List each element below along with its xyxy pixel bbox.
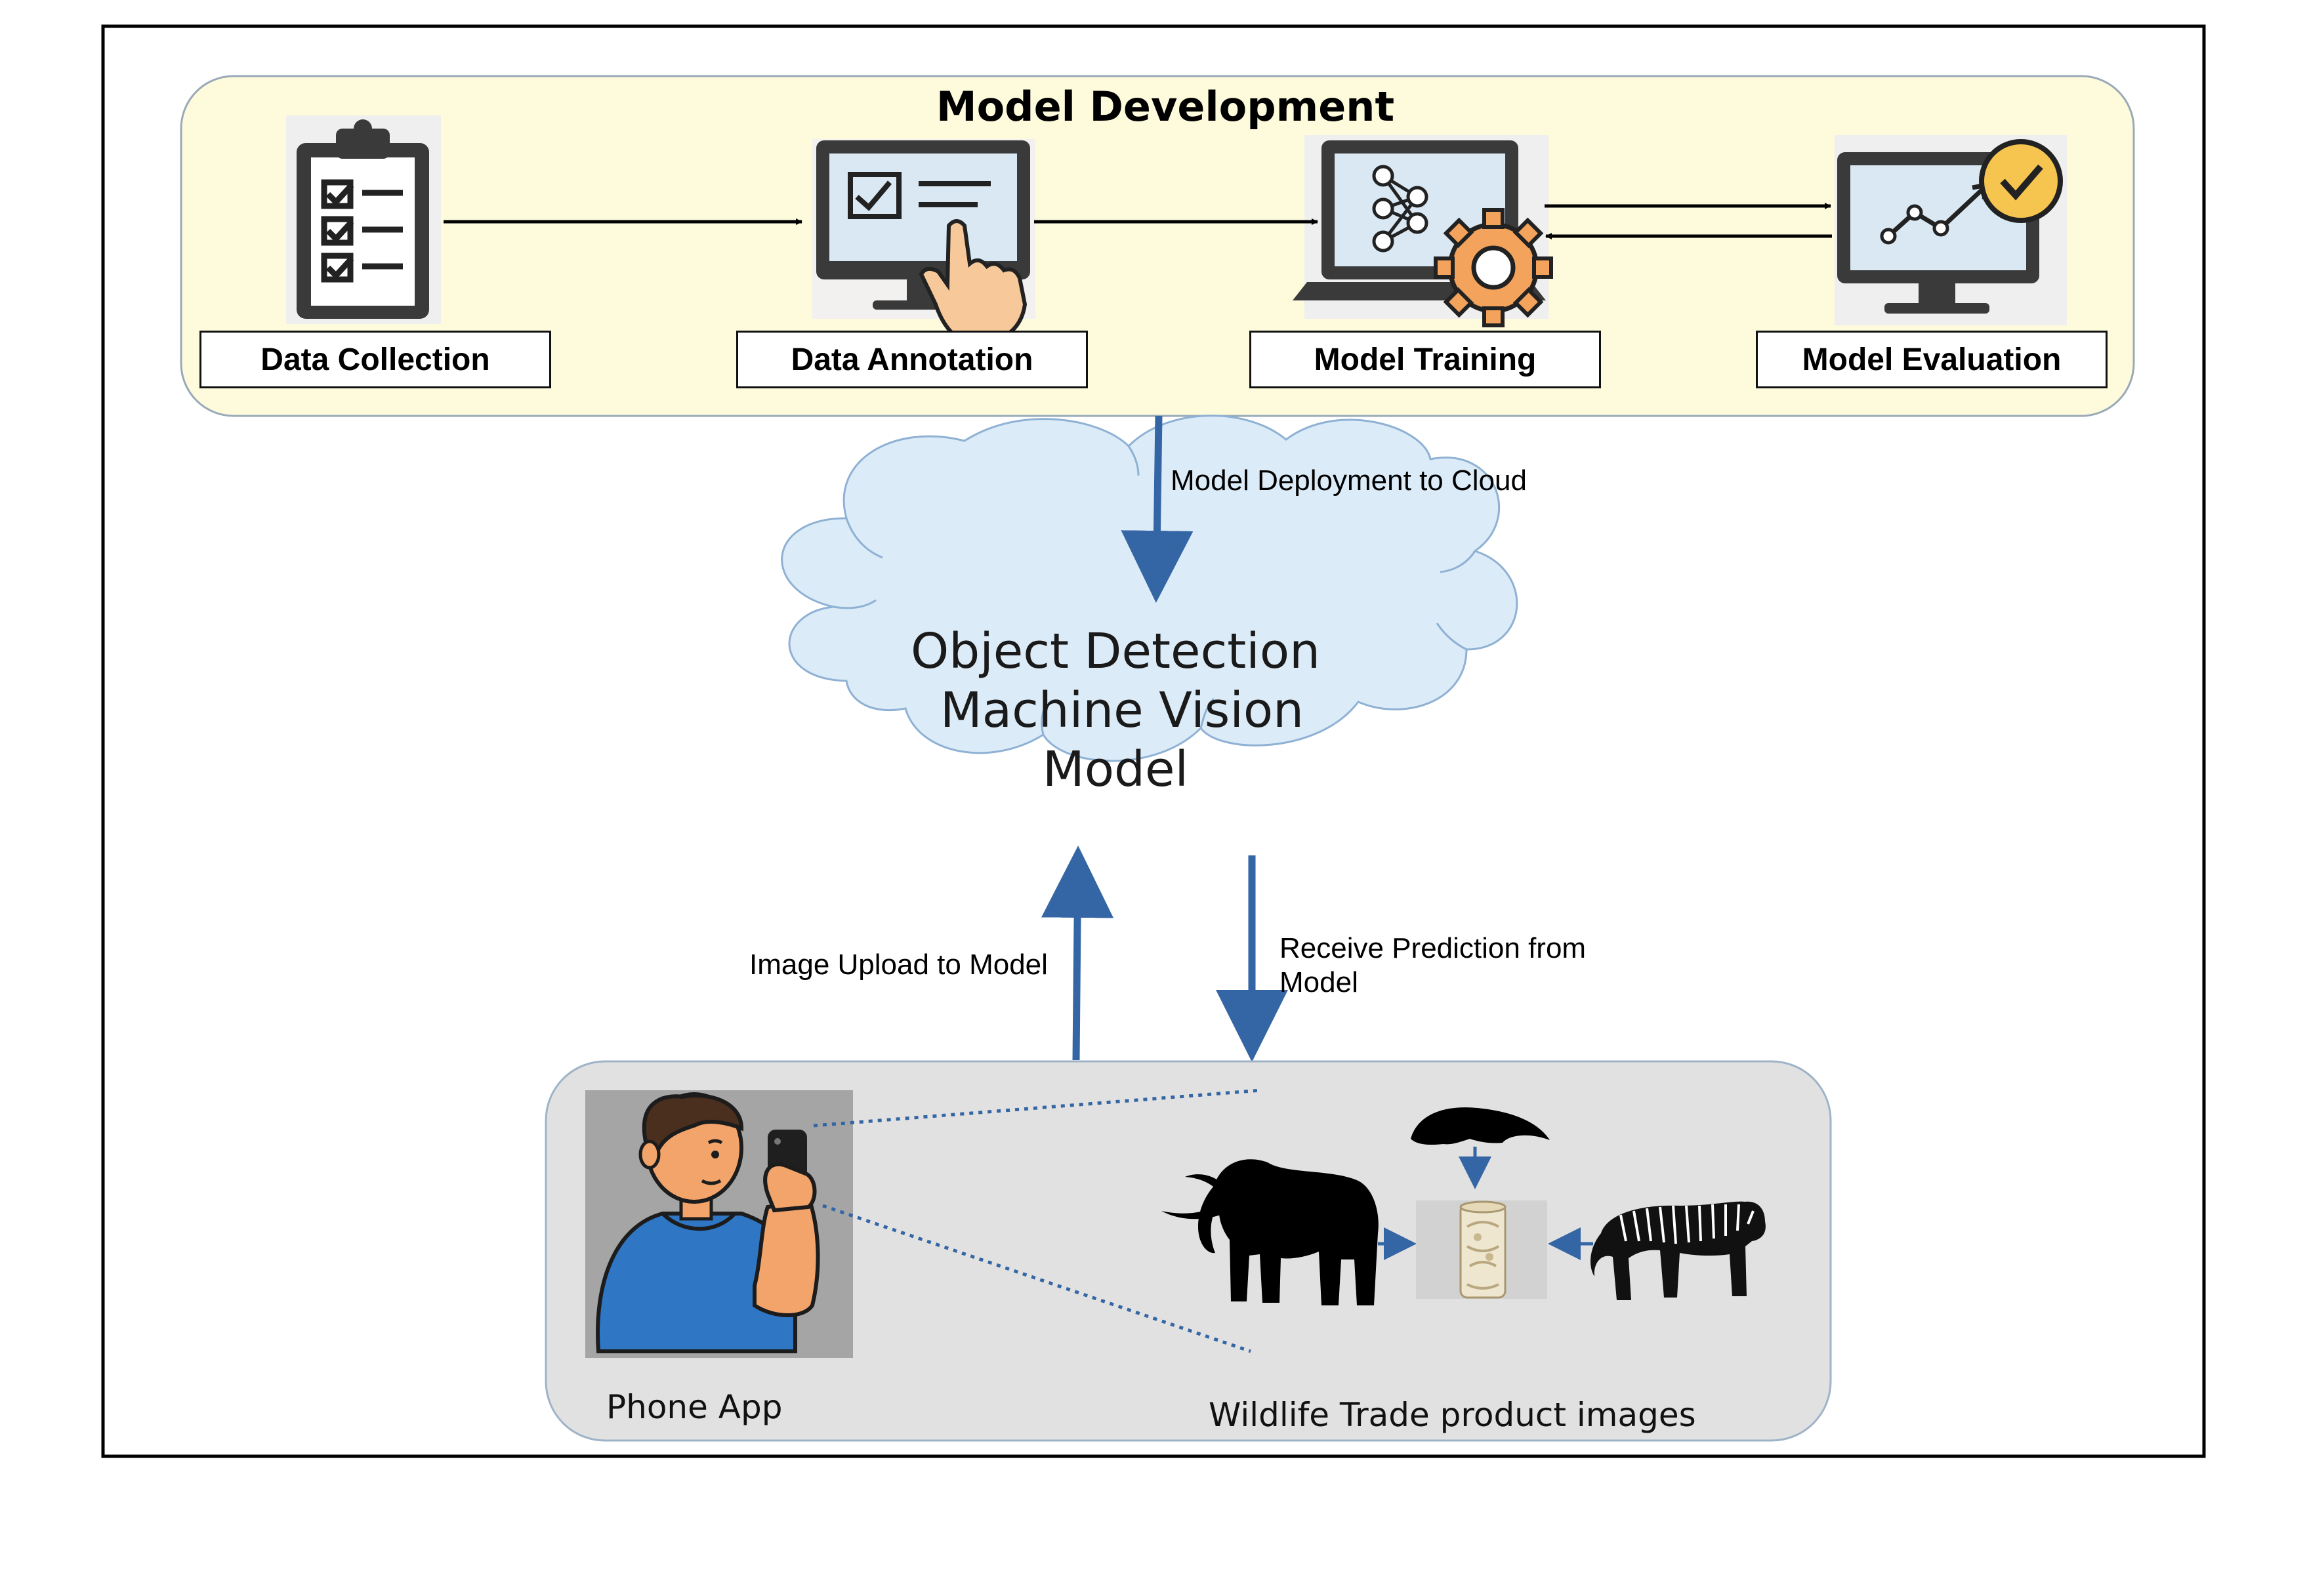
laptop-neural-network-gear-icon [1293, 135, 1553, 327]
monitor-chart-check-icon [1835, 135, 2067, 325]
clipboard-checklist-icon [286, 115, 441, 324]
products-label: Wildlife Trade product images [1209, 1396, 1696, 1434]
arrow-deploy-to-cloud [1121, 415, 1194, 603]
step-label-model-training: Model Training [1249, 331, 1601, 388]
monitor-touch-icon [812, 139, 1035, 344]
deploy-label: Model Deployment to Cloud [1171, 464, 1527, 497]
pangolin-silhouette [1411, 1107, 1550, 1145]
person-with-phone-illustration [585, 1090, 853, 1358]
step-label-model-evaluation: Model Evaluation [1756, 331, 2108, 388]
cloud-line-2: Machine Vision [940, 682, 1304, 739]
cloud-inner-folds [833, 445, 1476, 735]
step-label-data-collection: Data Collection [199, 331, 551, 388]
view-line-top [813, 1088, 1262, 1128]
elephant-silhouette [1161, 1159, 1379, 1305]
receive-label-line-2: Model [1279, 966, 1358, 998]
upload-label: Image Upload to Model [749, 949, 1048, 981]
receive-label: Receive Prediction from Model [1279, 931, 1586, 1000]
phone-app-panel [545, 1060, 1832, 1442]
cloud-label: Object Detection Machine Vision Model [853, 622, 1378, 799]
receive-label-line-1: Receive Prediction from [1279, 932, 1587, 964]
step-label-data-annotation: Data Annotation [736, 331, 1088, 388]
cloud-line-3: Model [1042, 741, 1189, 798]
cloud-line-1: Object Detection [910, 623, 1320, 680]
tiger-silhouette [1590, 1201, 1766, 1300]
phone-app-label: Phone App [606, 1388, 783, 1426]
arrow-upload-to-model [1041, 846, 1114, 1061]
view-line-bottom [822, 1204, 1251, 1353]
development-title: Model Development [936, 83, 1395, 131]
ivory-carving-product-image [1416, 1200, 1547, 1299]
